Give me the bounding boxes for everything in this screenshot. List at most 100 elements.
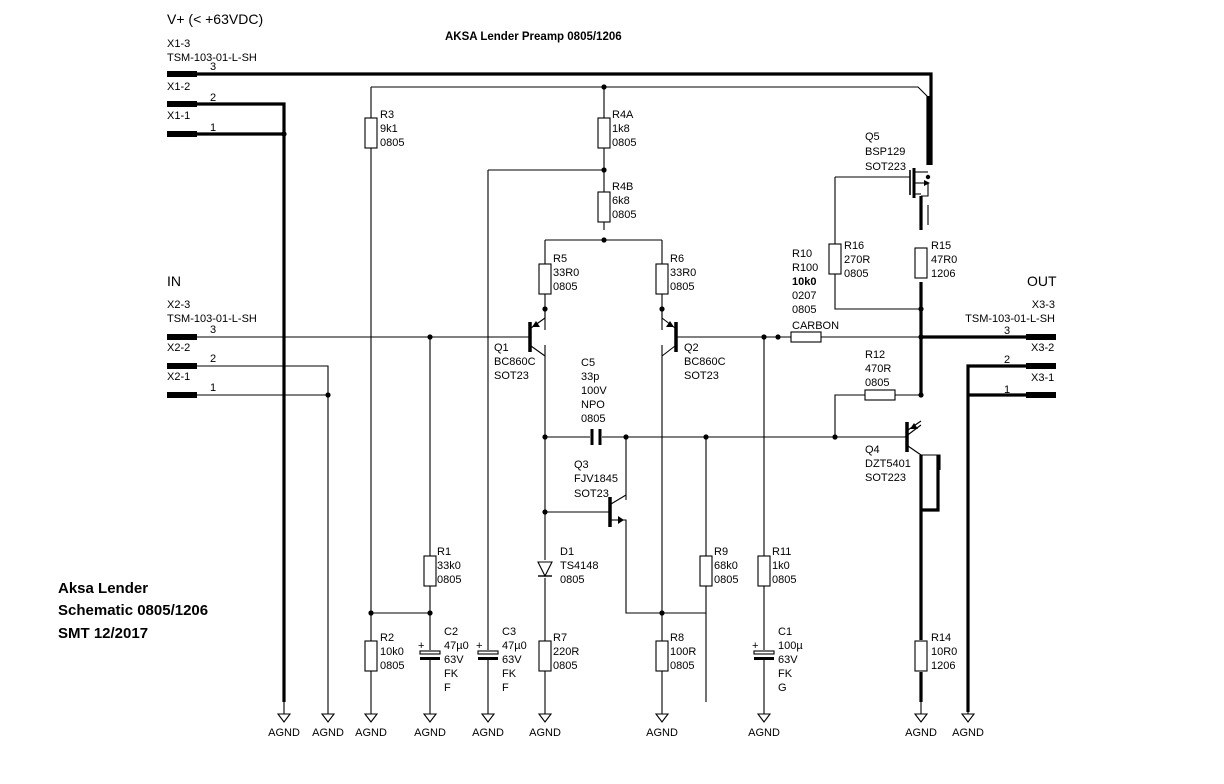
r4b-body [597,191,611,223]
r2-body [364,640,378,672]
r1-package: 0805 [437,574,461,586]
resistor-r4b: R4B 6k8 0805 [597,181,636,223]
r4a-value: 1k8 [612,123,630,135]
x3-3-part: TSM-103-01-L-SH [965,313,1055,325]
ground-triangle [960,713,976,723]
ground-symbol: AGND [529,702,561,739]
q2-label: Q2 [684,342,699,354]
ground-triangle [913,713,929,723]
ground-label: AGND [414,727,446,739]
r15-package: 1206 [931,268,955,280]
r5-value: 33R0 [553,267,579,279]
q1-type: BC860C [494,356,536,368]
junction [542,509,548,515]
ground-label: AGND [355,727,387,739]
junction [601,84,607,90]
r10-value: 10k0 [792,276,816,288]
junction [623,434,629,440]
junction [601,237,607,243]
c1-label: C1 [778,626,792,638]
output-label: OUT [1027,273,1057,289]
r16-package: 0805 [844,268,868,280]
q4-package: SOT223 [865,472,906,484]
resistor-r15: R15 47R0 1206 [914,240,957,280]
c1-series: FK [778,668,793,680]
q5-type: BSP129 [865,146,905,158]
x1-3-name: X1-3 [167,38,190,50]
transistor-q3: Q3 FJV1845 SOT23 [574,459,627,527]
r8-value: 100R [670,646,696,658]
r12-label: R12 [865,349,885,361]
x1-1-pin: 1 [210,122,216,134]
r5-package: 0805 [553,281,577,293]
r4b-package: 0805 [612,209,636,221]
bus-wires [197,72,1026,712]
r10-type: CARBON [792,320,839,332]
junction [703,434,709,440]
d1-body [537,561,553,578]
ground-label: AGND [472,727,504,739]
ground-label: AGND [905,727,937,739]
r7-label: R7 [553,632,567,644]
c1-polarity: + [752,640,758,652]
r11-label: R11 [772,546,791,558]
resistor-r1: R1 33k0 0805 [423,546,461,587]
ground-symbol: AGND [268,702,300,739]
q4-collector [907,445,922,456]
x3-2-pin: 2 [1004,354,1010,366]
r10-package-b: 0805 [792,304,816,316]
transistor-q1: Q1 BC860C SOT23 [494,309,546,382]
x2-3-name: X2-3 [167,299,190,311]
r3-value: 9k1 [380,123,398,135]
r9-body [699,555,713,587]
r10-label: R10 [792,248,812,260]
ground-symbol: AGND [748,702,780,739]
resistor-r4a: R4A 1k8 0805 [597,109,636,149]
x3-3-name: X3-3 [1032,299,1055,311]
r14-value: 10R0 [931,646,957,658]
c2-plate-neg [420,657,440,660]
junction [427,610,433,616]
r15-label: R15 [931,240,951,252]
ground-label: AGND [529,727,561,739]
ground-label: AGND [646,727,678,739]
x3-2-name: X3-2 [1031,342,1054,354]
supply-bus [197,72,933,165]
rail-wire [371,86,929,98]
junction [918,306,924,312]
c5-package: 0805 [581,413,605,425]
junction [325,392,331,398]
x1-1-name: X1-1 [167,110,190,122]
junction [918,334,924,340]
c1-voltage: 63V [778,654,798,666]
ground-triangle [276,713,292,723]
q1-collector [530,345,546,357]
junction [427,334,433,340]
r7-value: 220R [553,646,579,658]
ground-symbol: AGND [646,702,678,739]
ground-label: AGND [748,727,780,739]
c2-value: 47µ0 [444,640,469,652]
r10-package-a: 0207 [792,290,816,302]
r3-label: R3 [380,109,394,121]
c3-plate-pos [477,650,499,655]
q5-arrow [924,180,930,186]
c3-voltage: 63V [502,654,522,666]
ground-label: AGND [952,727,984,739]
r2-package: 0805 [380,660,404,672]
ground-triangle [320,713,336,723]
c3-polarity: + [476,640,482,652]
ground-symbol: AGND [472,702,504,739]
junction [761,334,767,340]
ground-triangle [422,713,438,723]
connector-x3: X3-3 TSM-103-01-L-SH 3 2 X3-2 1 X3-1 [965,299,1056,398]
r6-label: R6 [670,253,684,265]
resistor-r3: R3 9k1 0805 [364,109,404,149]
r2-value: 10k0 [380,646,404,658]
schematic-note: Aksa Lender Schematic 0805/1206 SMT 12/2… [58,580,208,642]
r14-package: 1206 [931,660,955,672]
r4b-value: 6k8 [612,195,630,207]
schematic-title: AKSA Lender Preamp 0805/1206 [445,31,622,43]
x2-1-name: X2-1 [167,371,190,383]
